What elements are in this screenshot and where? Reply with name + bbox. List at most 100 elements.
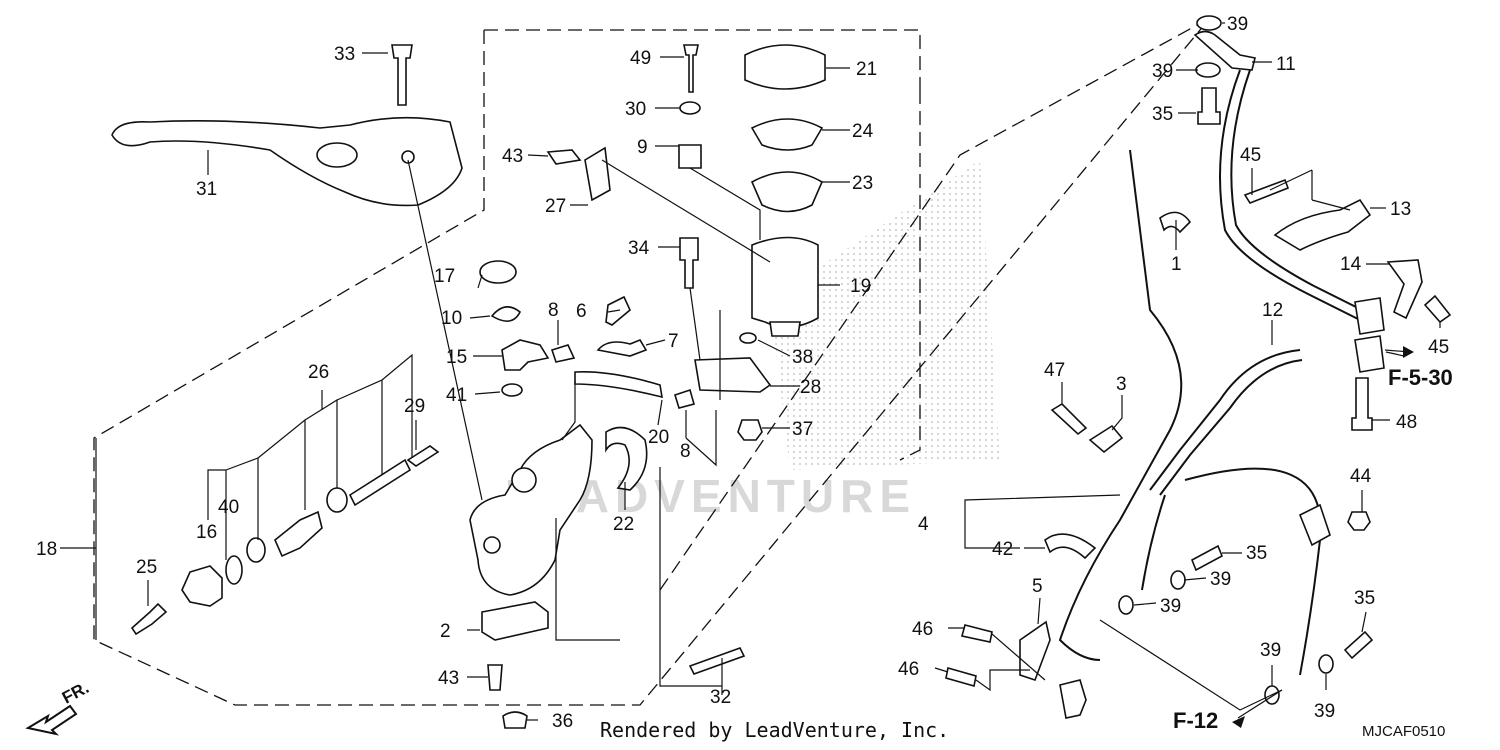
- callout-36: 36: [552, 711, 573, 732]
- callout-49: 49: [630, 48, 651, 69]
- pivot-bolt: [391, 44, 413, 106]
- wire-band-42: [1044, 533, 1097, 560]
- banjo-bolt-small: [605, 295, 631, 326]
- collar: [679, 101, 701, 115]
- reservoir-fitting: [596, 339, 648, 357]
- bolt-35-bottom: [1343, 630, 1374, 660]
- callout-29: 29: [404, 396, 425, 417]
- bleeder-bolt: [406, 445, 440, 467]
- callout-39-bottom-right: 39: [1314, 701, 1335, 722]
- nut-37: [737, 419, 763, 441]
- hose-joint-block-lower: [1354, 335, 1385, 373]
- washer-39-bottom-right: [1318, 654, 1334, 674]
- hose-lower-left: [1141, 494, 1166, 591]
- callout-13: 13: [1390, 199, 1411, 220]
- bolt-47: [1050, 402, 1088, 436]
- screw-49: [683, 44, 699, 93]
- f530-arrow-head: [1403, 346, 1414, 358]
- bolt-45-top: [1243, 178, 1290, 204]
- credit-text: Rendered by LeadVenture, Inc.: [600, 718, 949, 742]
- callout-14: 14: [1340, 254, 1362, 275]
- reservoir-tank: [751, 236, 819, 328]
- callout-6: 6: [576, 301, 587, 322]
- bolt-46-lower: [945, 666, 977, 688]
- callout-2: 2: [440, 621, 451, 642]
- bolt-35-top: [1197, 87, 1221, 125]
- front-direction-label: FR.: [59, 678, 92, 708]
- callout-20: 20: [648, 427, 669, 448]
- callout-46-upper: 46: [912, 619, 933, 640]
- sensor-clamp-3: [1088, 424, 1124, 454]
- callout-8-lower: 8: [680, 441, 691, 462]
- callout-28: 28: [800, 377, 821, 398]
- callout-9: 9: [637, 137, 648, 158]
- master-cylinder-bore: [511, 467, 537, 493]
- reservoir-outlet: [769, 321, 801, 337]
- wheel-speed-sensor: [1059, 679, 1087, 719]
- dotted-background: [770, 160, 1000, 470]
- callout-41: 41: [446, 385, 467, 406]
- reference-f-12: F-12: [1173, 708, 1218, 733]
- reservoir-hose: [574, 370, 663, 399]
- callout-23: 23: [852, 173, 873, 194]
- reservoir-diaphragm: [750, 171, 824, 213]
- callout-3: 3: [1116, 374, 1127, 395]
- piston-washer: [246, 537, 266, 563]
- callout-39-top: 39: [1227, 14, 1248, 35]
- circlip: [225, 555, 243, 585]
- piston: [274, 510, 323, 558]
- callout-17: 17: [434, 266, 455, 287]
- callout-47: 47: [1044, 360, 1065, 381]
- callout-48: 48: [1396, 412, 1417, 433]
- callout-39-mid-left: 39: [1160, 596, 1181, 617]
- piston-boot: [181, 565, 223, 607]
- grommet: [479, 260, 517, 284]
- callout-24: 24: [852, 121, 874, 142]
- callout-7: 7: [668, 331, 679, 352]
- callout-38: 38: [792, 347, 813, 368]
- washer-39-top: [1196, 15, 1222, 31]
- callout-22: 22: [613, 514, 634, 535]
- callout-12: 12: [1262, 300, 1283, 321]
- sensor-clip-upper: [1298, 503, 1331, 547]
- washer-38: [739, 332, 757, 344]
- hose-clamp-13: [1273, 198, 1372, 251]
- spring-clip: [490, 306, 522, 322]
- bracket-14: [1386, 259, 1423, 320]
- callout-45-top: 45: [1240, 145, 1261, 166]
- reservoir-cap: [744, 44, 826, 90]
- hose-clip: [550, 344, 576, 363]
- hose-joint-block-upper: [1354, 297, 1385, 335]
- callout-1: 1: [1171, 254, 1182, 275]
- hose-12: [1149, 349, 1301, 491]
- reference-f-5-30: F-5-30: [1388, 365, 1453, 390]
- master-cylinder-mount-hole: [483, 536, 501, 554]
- callout-4: 4: [918, 514, 929, 535]
- assembly-outline-left: [93, 17, 1211, 706]
- hose-lower-right: [1184, 467, 1322, 676]
- banjo-fitting-top: [1193, 30, 1256, 71]
- nut-44: [1347, 511, 1371, 531]
- callout-42: 42: [992, 539, 1013, 560]
- hose-12-inner: [1159, 359, 1303, 496]
- reservoir-plate: [750, 118, 824, 151]
- callout-32: 32: [710, 687, 731, 708]
- lever-adjuster-knob: [316, 142, 358, 168]
- callout-5: 5: [1032, 576, 1043, 597]
- secondary-cup: [326, 487, 348, 513]
- callout-44: 44: [1350, 466, 1372, 487]
- callout-37: 37: [792, 419, 813, 440]
- callout-43-top: 43: [502, 146, 523, 167]
- rubber-cap: [502, 711, 528, 729]
- washer-39-mid-right: [1170, 570, 1186, 590]
- clip-1: [1159, 211, 1192, 234]
- callout-39-second: 39: [1152, 61, 1173, 82]
- hose-joint: [501, 339, 550, 371]
- holder-clamp: [605, 426, 648, 491]
- callout-46-lower: 46: [898, 659, 919, 680]
- callout-10: 10: [441, 308, 462, 329]
- callout-21: 21: [856, 59, 877, 80]
- reservoir-stay: [694, 357, 772, 393]
- abs-sensor-wire: [1058, 149, 1183, 661]
